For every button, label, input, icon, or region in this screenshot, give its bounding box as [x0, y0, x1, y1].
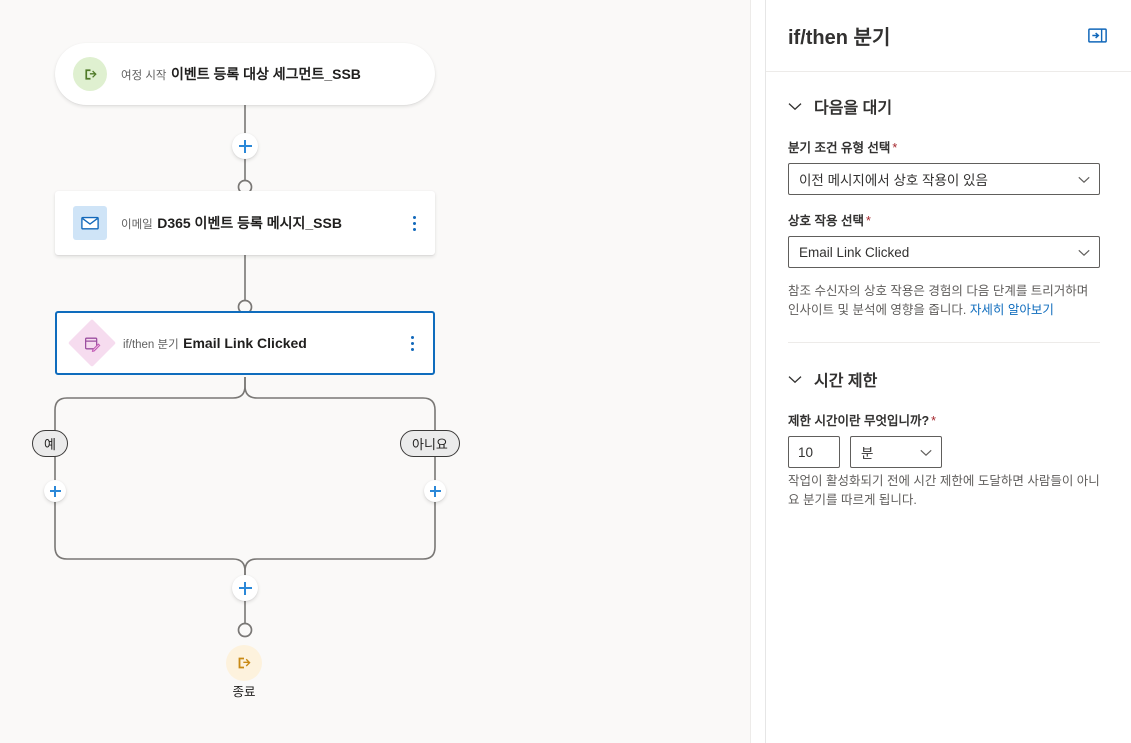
section-header-time-limit[interactable]: 시간 제한: [788, 367, 1100, 391]
node-more-options-icon[interactable]: [399, 326, 425, 360]
panel-header: if/then 분기: [766, 0, 1131, 72]
field-label-text: 상호 작용 선택: [788, 214, 864, 228]
field-label: 상호 작용 선택*: [788, 213, 1100, 230]
select-value: 이전 메시지에서 상호 작용이 있음: [799, 173, 988, 188]
time-limit-unit-select[interactable]: 분: [850, 436, 942, 468]
add-step-button-after-merge[interactable]: [232, 575, 258, 601]
branch-condition-icon: [67, 318, 117, 368]
field-label: 분기 조건 유형 선택*: [788, 140, 1100, 157]
time-limit-row: 분: [788, 436, 1100, 468]
time-limit-amount-input[interactable]: [788, 436, 840, 468]
envelope-icon: [73, 206, 107, 240]
field-interaction: 상호 작용 선택* Email Link Clicked: [788, 213, 1100, 268]
node-title: D365 이벤트 등록 메시지_SSB: [157, 214, 342, 231]
node-subtitle: 이메일: [121, 218, 153, 231]
section-title: 다음을 대기: [814, 100, 893, 117]
chevron-down-icon: [788, 375, 802, 383]
chevron-down-icon: [788, 102, 802, 110]
add-step-button-yes-branch[interactable]: [44, 480, 66, 502]
required-asterisk: *: [931, 414, 936, 428]
condition-type-select[interactable]: 이전 메시지에서 상호 작용이 있음: [788, 163, 1100, 195]
chevron-down-icon: [920, 449, 932, 457]
required-asterisk: *: [892, 141, 898, 155]
help-text: 참조 수신자의 상호 작용은 경험의 다음 단계를 트리거하며 인사이트 및 분…: [788, 284, 1089, 317]
section-header-wait-for[interactable]: 다음을 대기: [788, 94, 1100, 118]
collapse-panel-right-icon[interactable]: [1088, 28, 1107, 43]
end-node-label: 종료: [232, 685, 256, 699]
branch-label-no[interactable]: 아니요: [400, 430, 460, 457]
journey-start-icon: [73, 57, 107, 91]
field-label-text: 제한 시간이란 무엇입니까?: [788, 414, 930, 428]
panel-gutter: [751, 0, 765, 743]
exit-icon: [226, 645, 262, 681]
node-subtitle: if/then 분기: [123, 338, 179, 351]
add-step-button-no-branch[interactable]: [424, 480, 446, 502]
section-title: 시간 제한: [814, 373, 878, 390]
field-condition-type: 분기 조건 유형 선택* 이전 메시지에서 상호 작용이 있음: [788, 140, 1100, 195]
flow-node-end[interactable]: 종료: [224, 645, 264, 701]
learn-more-link[interactable]: 자세히 알아보기: [969, 303, 1054, 317]
interaction-select[interactable]: Email Link Clicked: [788, 236, 1100, 268]
select-value: Email Link Clicked: [799, 244, 910, 260]
panel-title: if/then 분기: [788, 27, 891, 49]
journey-canvas[interactable]: 여정 시작 이벤트 등록 대상 세그먼트_SSB 이메일 D365 이벤트 등록…: [0, 0, 751, 743]
node-more-options-icon[interactable]: [401, 206, 427, 240]
branch-label-yes[interactable]: 예: [32, 430, 68, 457]
select-value: 분: [861, 446, 874, 461]
properties-panel: if/then 분기 다음을 대기 분기 조건 유형 선택*: [765, 0, 1131, 743]
flow-node-journey-start[interactable]: 여정 시작 이벤트 등록 대상 세그먼트_SSB: [55, 43, 435, 105]
interaction-help-text: 참조 수신자의 상호 작용은 경험의 다음 단계를 트리거하며 인사이트 및 분…: [788, 282, 1100, 320]
node-title: Email Link Clicked: [183, 334, 307, 351]
panel-body: 다음을 대기 분기 조건 유형 선택* 이전 메시지에서 상호 작용이 있음 상…: [766, 72, 1131, 743]
chevron-down-icon: [1078, 176, 1090, 184]
chevron-down-icon: [1078, 249, 1090, 257]
node-title: 이벤트 등록 대상 세그먼트_SSB: [170, 65, 361, 82]
section-divider: [788, 342, 1100, 343]
field-time-limit: 제한 시간이란 무엇입니까?* 분: [788, 413, 1100, 468]
field-label: 제한 시간이란 무엇입니까?*: [788, 413, 1100, 430]
flow-node-email[interactable]: 이메일 D365 이벤트 등록 메시지_SSB: [55, 191, 435, 255]
time-limit-help-text: 작업이 활성화되기 전에 시간 제한에 도달하면 사람들이 아니요 분기를 따르…: [788, 474, 1100, 507]
field-label-text: 분기 조건 유형 선택: [788, 141, 891, 155]
add-step-button-after-start[interactable]: [232, 133, 258, 159]
required-asterisk: *: [865, 214, 871, 228]
node-subtitle: 여정 시작: [121, 69, 167, 82]
flow-node-if-then-branch[interactable]: if/then 분기 Email Link Clicked: [55, 311, 435, 375]
